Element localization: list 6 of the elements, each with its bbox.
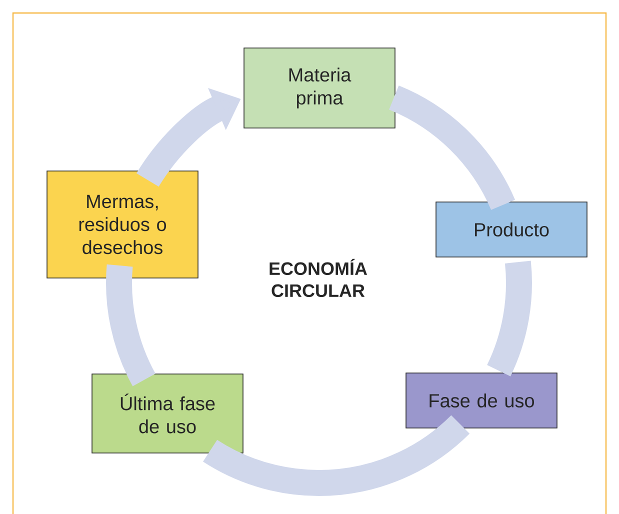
process-box: Fase de uso <box>406 372 558 428</box>
process-box: Mermas, residuos o desechos <box>46 170 198 278</box>
title: ECONOMÍA CIRCULAR <box>270 258 368 298</box>
process-box: Materia prima <box>244 48 396 128</box>
process-box: Producto <box>436 202 588 258</box>
process-box: Última fase de uso <box>92 374 244 454</box>
